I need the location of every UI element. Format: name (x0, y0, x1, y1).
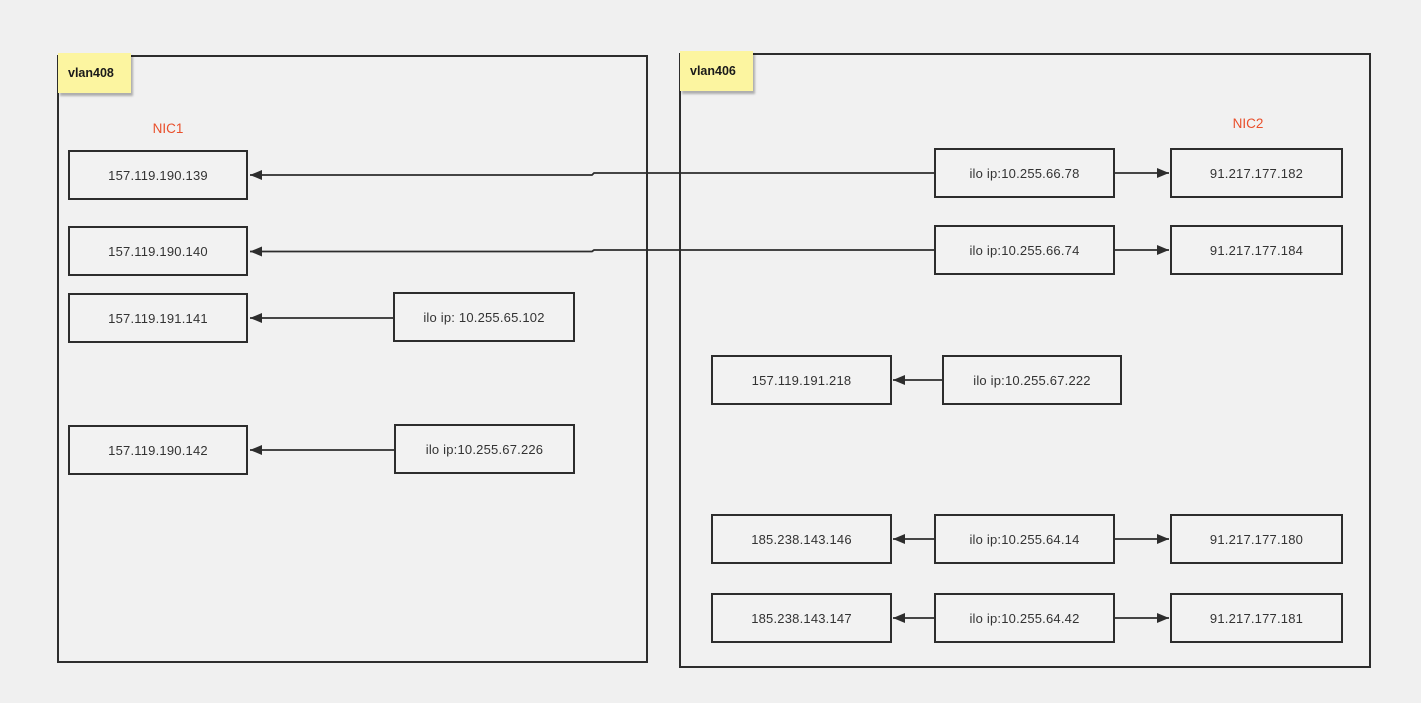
node-185-238-143-146: 185.238.143.146 (711, 514, 892, 564)
node-ilo-10-255-67-222: ilo ip:10.255.67.222 (942, 355, 1122, 405)
vlan406-note-label: vlan406 (680, 51, 753, 91)
node-157-119-190-140: 157.119.190.140 (68, 226, 248, 276)
node-ilo-10-255-64-14: ilo ip:10.255.64.14 (934, 514, 1115, 564)
node-91-217-177-180: 91.217.177.180 (1170, 514, 1343, 564)
node-91-217-177-181: 91.217.177.181 (1170, 593, 1343, 643)
nic2-label: NIC2 (1232, 116, 1264, 131)
vlan408-container (57, 55, 648, 663)
node-185-238-143-147: 185.238.143.147 (711, 593, 892, 643)
node-157-119-191-218: 157.119.191.218 (711, 355, 892, 405)
node-ilo-10-255-66-74: ilo ip:10.255.66.74 (934, 225, 1115, 275)
node-ilo-10-255-67-226: ilo ip:10.255.67.226 (394, 424, 575, 474)
node-157-119-190-142: 157.119.190.142 (68, 425, 248, 475)
vlan408-note-label: vlan408 (58, 53, 131, 93)
nic1-label: NIC1 (152, 121, 184, 136)
node-157-119-190-139: 157.119.190.139 (68, 150, 248, 200)
node-ilo-10-255-64-42: ilo ip:10.255.64.42 (934, 593, 1115, 643)
node-ilo-10-255-65-102: ilo ip: 10.255.65.102 (393, 292, 575, 342)
node-157-119-191-141: 157.119.191.141 (68, 293, 248, 343)
node-91-217-177-184: 91.217.177.184 (1170, 225, 1343, 275)
node-91-217-177-182: 91.217.177.182 (1170, 148, 1343, 198)
node-ilo-10-255-66-78: ilo ip:10.255.66.78 (934, 148, 1115, 198)
